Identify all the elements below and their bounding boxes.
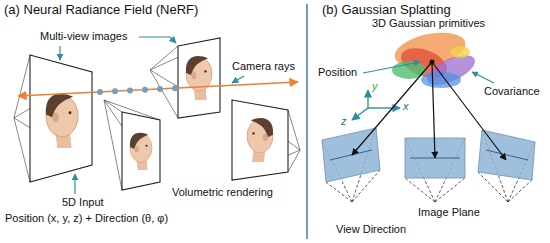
head-images — [46, 56, 273, 170]
axis-label: x — [403, 100, 409, 113]
callout-label: Volumetric rendering — [172, 186, 273, 199]
panel-divider — [306, 4, 308, 239]
axis-label: z — [341, 115, 347, 128]
ray-samples — [97, 85, 178, 95]
callout-label: 5D Input — [62, 196, 104, 209]
panel-title: (b) Gaussian Splatting — [322, 2, 538, 17]
view-frustums — [322, 128, 535, 202]
camera-frustums — [14, 38, 300, 190]
leader-lines — [363, 62, 494, 83]
axis-label: y — [372, 80, 378, 93]
coordinate-axes — [352, 90, 400, 120]
callout-label: Image Plane — [418, 206, 480, 219]
gaussian-primitives — [391, 27, 479, 91]
callout-label: 3D Gaussian primitives — [372, 17, 485, 30]
callout-label: Position — [318, 66, 357, 79]
camera-ray — [18, 82, 298, 96]
panel-title: (a) Neural Radiance Field (NeRF) — [4, 2, 301, 17]
plane-lines — [330, 150, 528, 160]
callout-label: Multi-view images — [40, 30, 127, 43]
projection-arrows — [352, 62, 506, 160]
callout-label: Covariance — [484, 85, 540, 98]
callout-label: View Direction — [336, 223, 406, 236]
image-planes — [322, 128, 535, 182]
input-label: Position (x, y, z) + Direction (θ, φ) — [5, 212, 168, 225]
leader-lines — [60, 37, 244, 194]
callout-label: Camera rays — [232, 60, 295, 73]
